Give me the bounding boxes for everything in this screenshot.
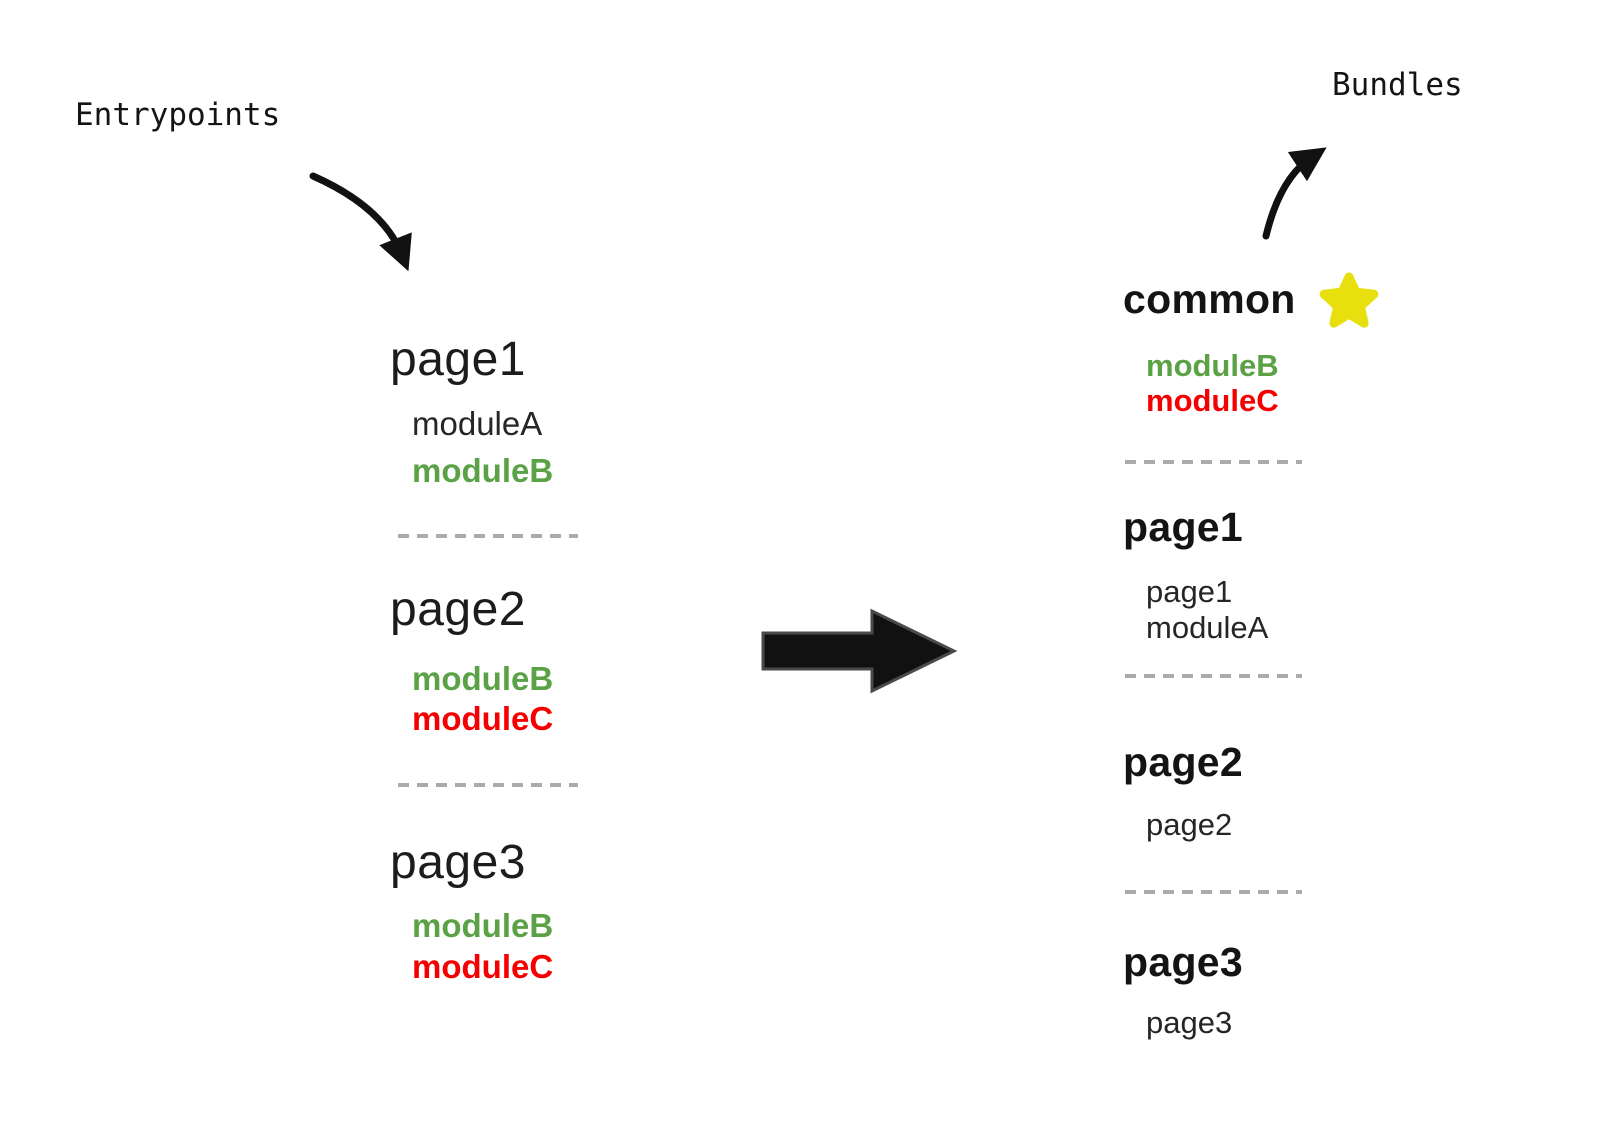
entrypoint-page1-title: page1 [390, 333, 526, 386]
star-icon [1319, 272, 1379, 328]
divider [1125, 460, 1302, 464]
bundle-page1-module: page1 [1146, 574, 1233, 609]
entrypoint-page3-module: moduleC [412, 948, 554, 985]
bundle-common-title: common [1123, 276, 1296, 322]
entrypoint-page3-title: page3 [390, 836, 526, 889]
divider [1125, 674, 1302, 678]
entrypoint-page2-module: moduleB [412, 660, 554, 697]
bundle-page3-title: page3 [1123, 939, 1243, 985]
divider [398, 534, 578, 538]
bundle-page3-module: page3 [1146, 1005, 1233, 1040]
bundle-page2-title: page2 [1123, 739, 1243, 785]
bundle-common-module: moduleB [1146, 348, 1279, 383]
entrypoint-page2-module: moduleC [412, 700, 554, 737]
curved-arrow-up-icon [1262, 147, 1327, 240]
bundle-page1-module: moduleA [1146, 610, 1269, 645]
curved-arrow-down-icon [309, 172, 412, 272]
entrypoint-page1-module: moduleB [412, 452, 554, 489]
divider [1125, 890, 1302, 894]
entrypoint-page1-module: moduleA [412, 405, 543, 442]
right-arrow-icon [761, 608, 958, 694]
bundles-label: Bundles [1332, 67, 1463, 103]
divider [398, 783, 578, 787]
bundle-page2-module: page2 [1146, 807, 1233, 842]
bundle-common-module: moduleC [1146, 383, 1279, 418]
entrypoints-label: Entrypoints [75, 97, 281, 133]
bundle-page1-title: page1 [1123, 504, 1243, 550]
entrypoint-page3-module: moduleB [412, 907, 554, 944]
entrypoint-page2-title: page2 [390, 583, 526, 636]
